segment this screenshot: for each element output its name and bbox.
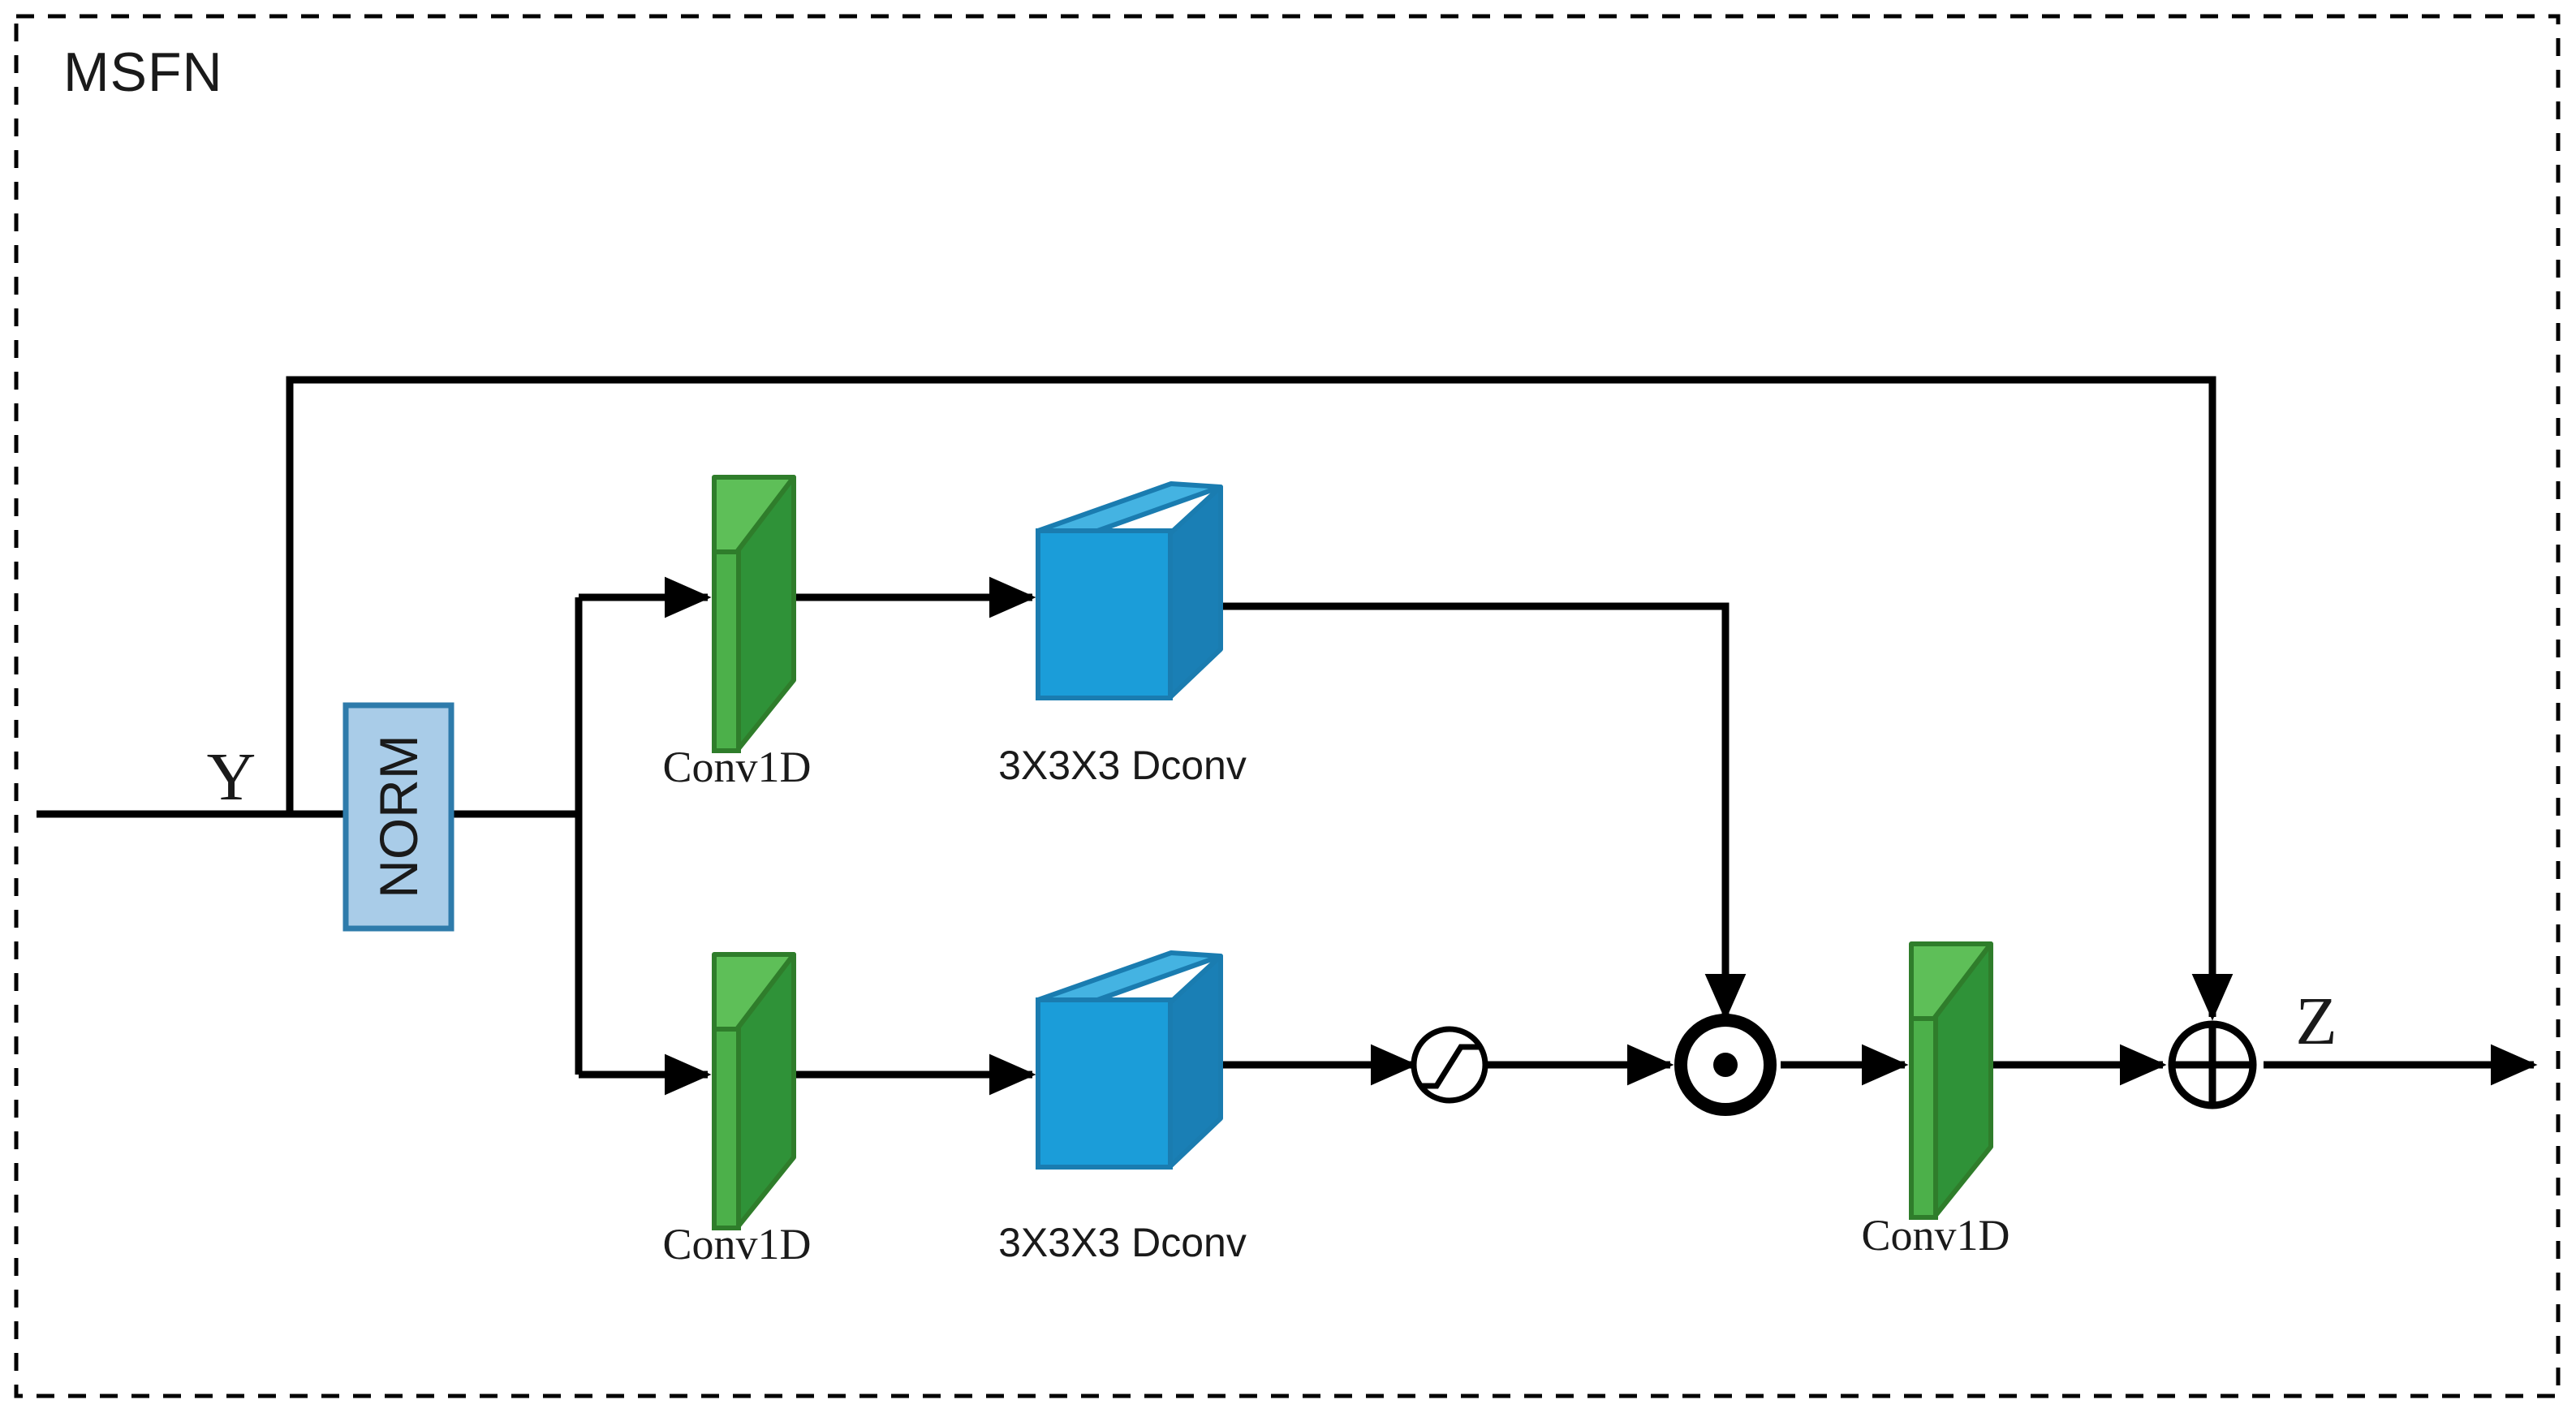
bottom-conv1d-front-face <box>712 1027 741 1230</box>
wire-skip-connection <box>286 376 2234 1021</box>
sigmoid-icon[interactable] <box>1411 1026 1488 1104</box>
wire-top-dconv-to-multiply <box>1221 602 1747 1021</box>
out-conv1d-label: Conv1D <box>1861 1211 2010 1260</box>
bottom-dconv-front-face <box>1036 997 1173 1170</box>
bottom-dconv-label: 3X3X3 Dconv <box>998 1220 1247 1265</box>
top-dconv-block[interactable] <box>1036 481 1223 700</box>
wire-group <box>37 376 2538 1096</box>
out-conv1d-front-face <box>1909 1016 1938 1220</box>
bottom-conv1d-block[interactable] <box>712 952 796 1230</box>
output-signal-label: Z <box>2295 984 2337 1059</box>
norm-block[interactable]: NORM <box>342 702 454 932</box>
norm-block-label: NORM <box>368 735 429 898</box>
norm-block-rect <box>342 702 454 932</box>
out-conv1d-block[interactable] <box>1909 941 1993 1220</box>
multiply-dot-glyph <box>1713 1053 1738 1077</box>
top-dconv-front-face <box>1036 528 1173 700</box>
top-conv1d-front-face <box>712 549 741 753</box>
sigmoid-curve-glyph <box>1420 1044 1479 1089</box>
page-title: MSFN <box>63 41 223 103</box>
top-conv1d-label: Conv1D <box>662 743 811 791</box>
add-plus-glyph <box>2172 1024 2253 1105</box>
bottom-conv1d-label: Conv1D <box>662 1220 811 1269</box>
multiply-icon[interactable] <box>1674 1014 1777 1116</box>
top-conv1d-block[interactable] <box>712 475 796 753</box>
add-icon[interactable] <box>2168 1020 2257 1109</box>
input-signal-label: Y <box>207 739 256 815</box>
bottom-dconv-block[interactable] <box>1036 950 1223 1170</box>
top-dconv-label: 3X3X3 Dconv <box>998 743 1247 788</box>
